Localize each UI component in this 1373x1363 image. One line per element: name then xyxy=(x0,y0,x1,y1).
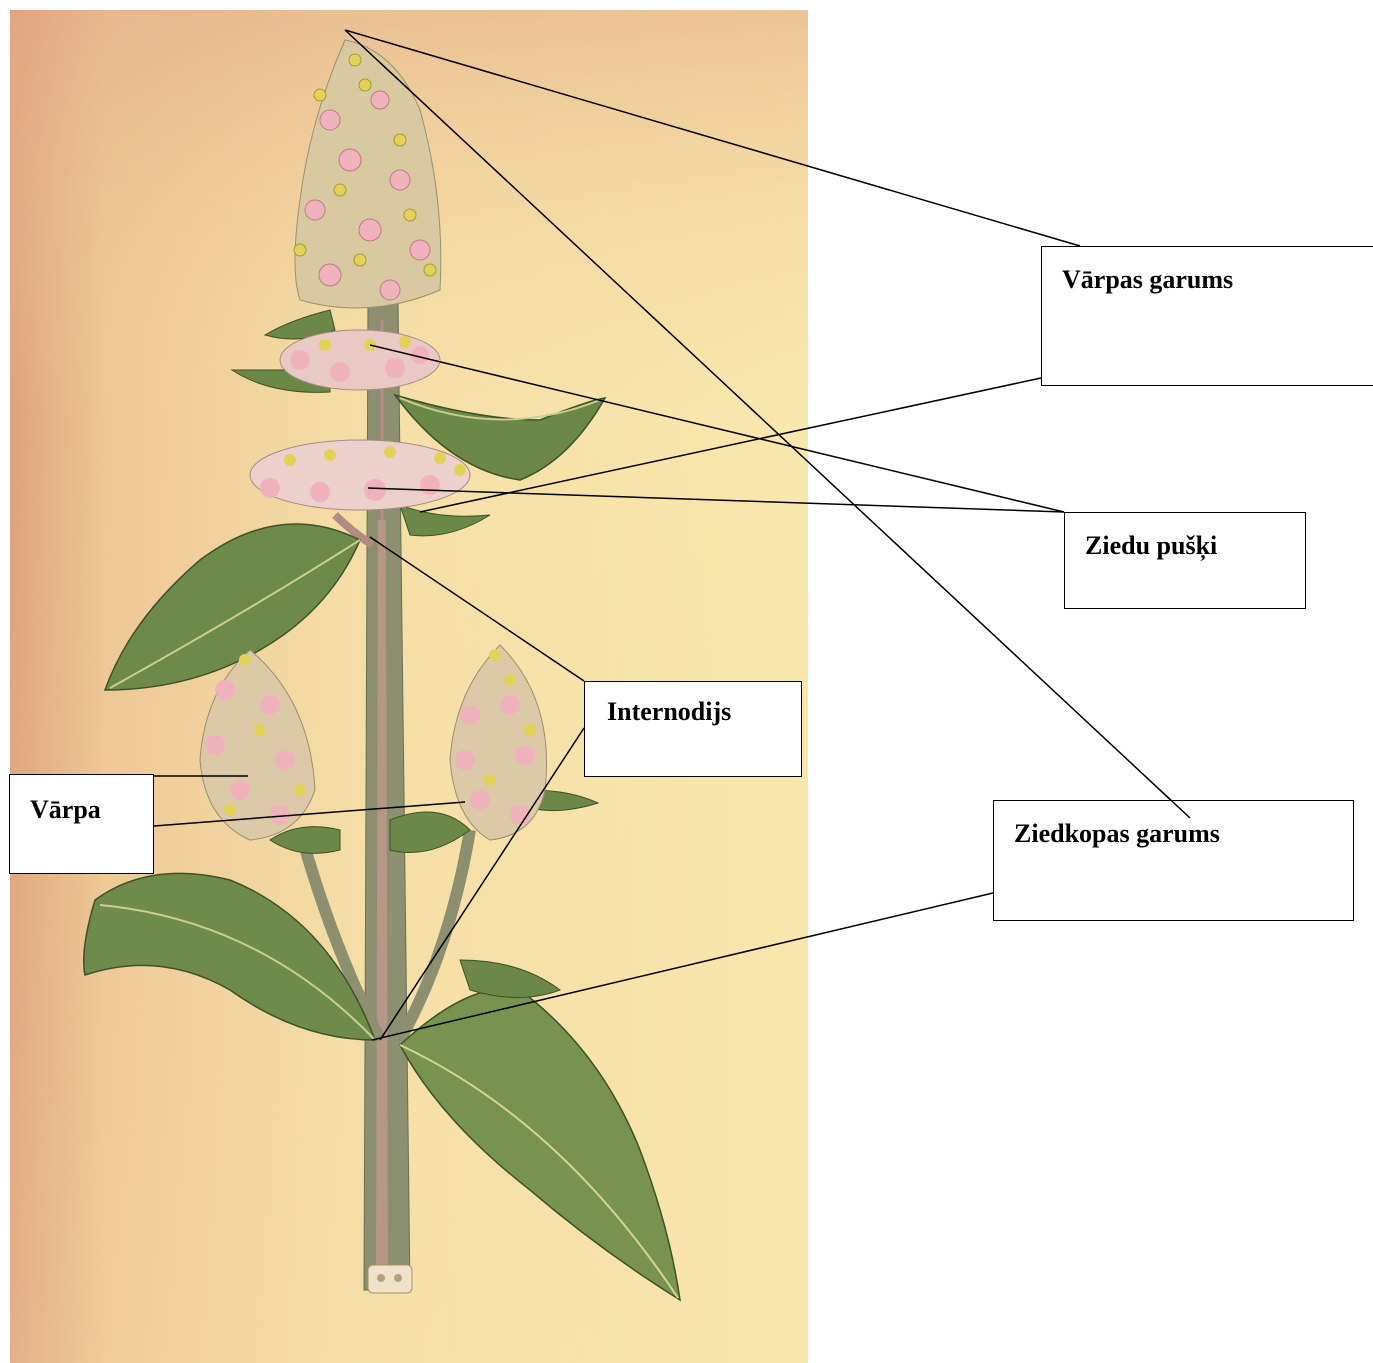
label-box-varpa: Vārpa xyxy=(9,774,154,874)
label-internodijs: Internodijs xyxy=(607,697,731,727)
label-box-ziedkopas-garums: Ziedkopas garums xyxy=(993,800,1354,921)
label-ziedkopas-garums: Ziedkopas garums xyxy=(1014,819,1220,849)
label-ziedu-puski: Ziedu pušķi xyxy=(1085,531,1217,561)
label-box-varpas-garums: Vārpas garums xyxy=(1041,246,1373,386)
label-varpa: Vārpa xyxy=(30,795,101,825)
flower-whorl-upper xyxy=(280,330,440,390)
label-box-internodijs: Internodijs xyxy=(584,681,802,777)
label-box-ziedu-puski: Ziedu pušķi xyxy=(1064,512,1306,609)
label-varpas-garums: Vārpas garums xyxy=(1062,265,1233,295)
flower-whorl-middle xyxy=(250,440,470,510)
